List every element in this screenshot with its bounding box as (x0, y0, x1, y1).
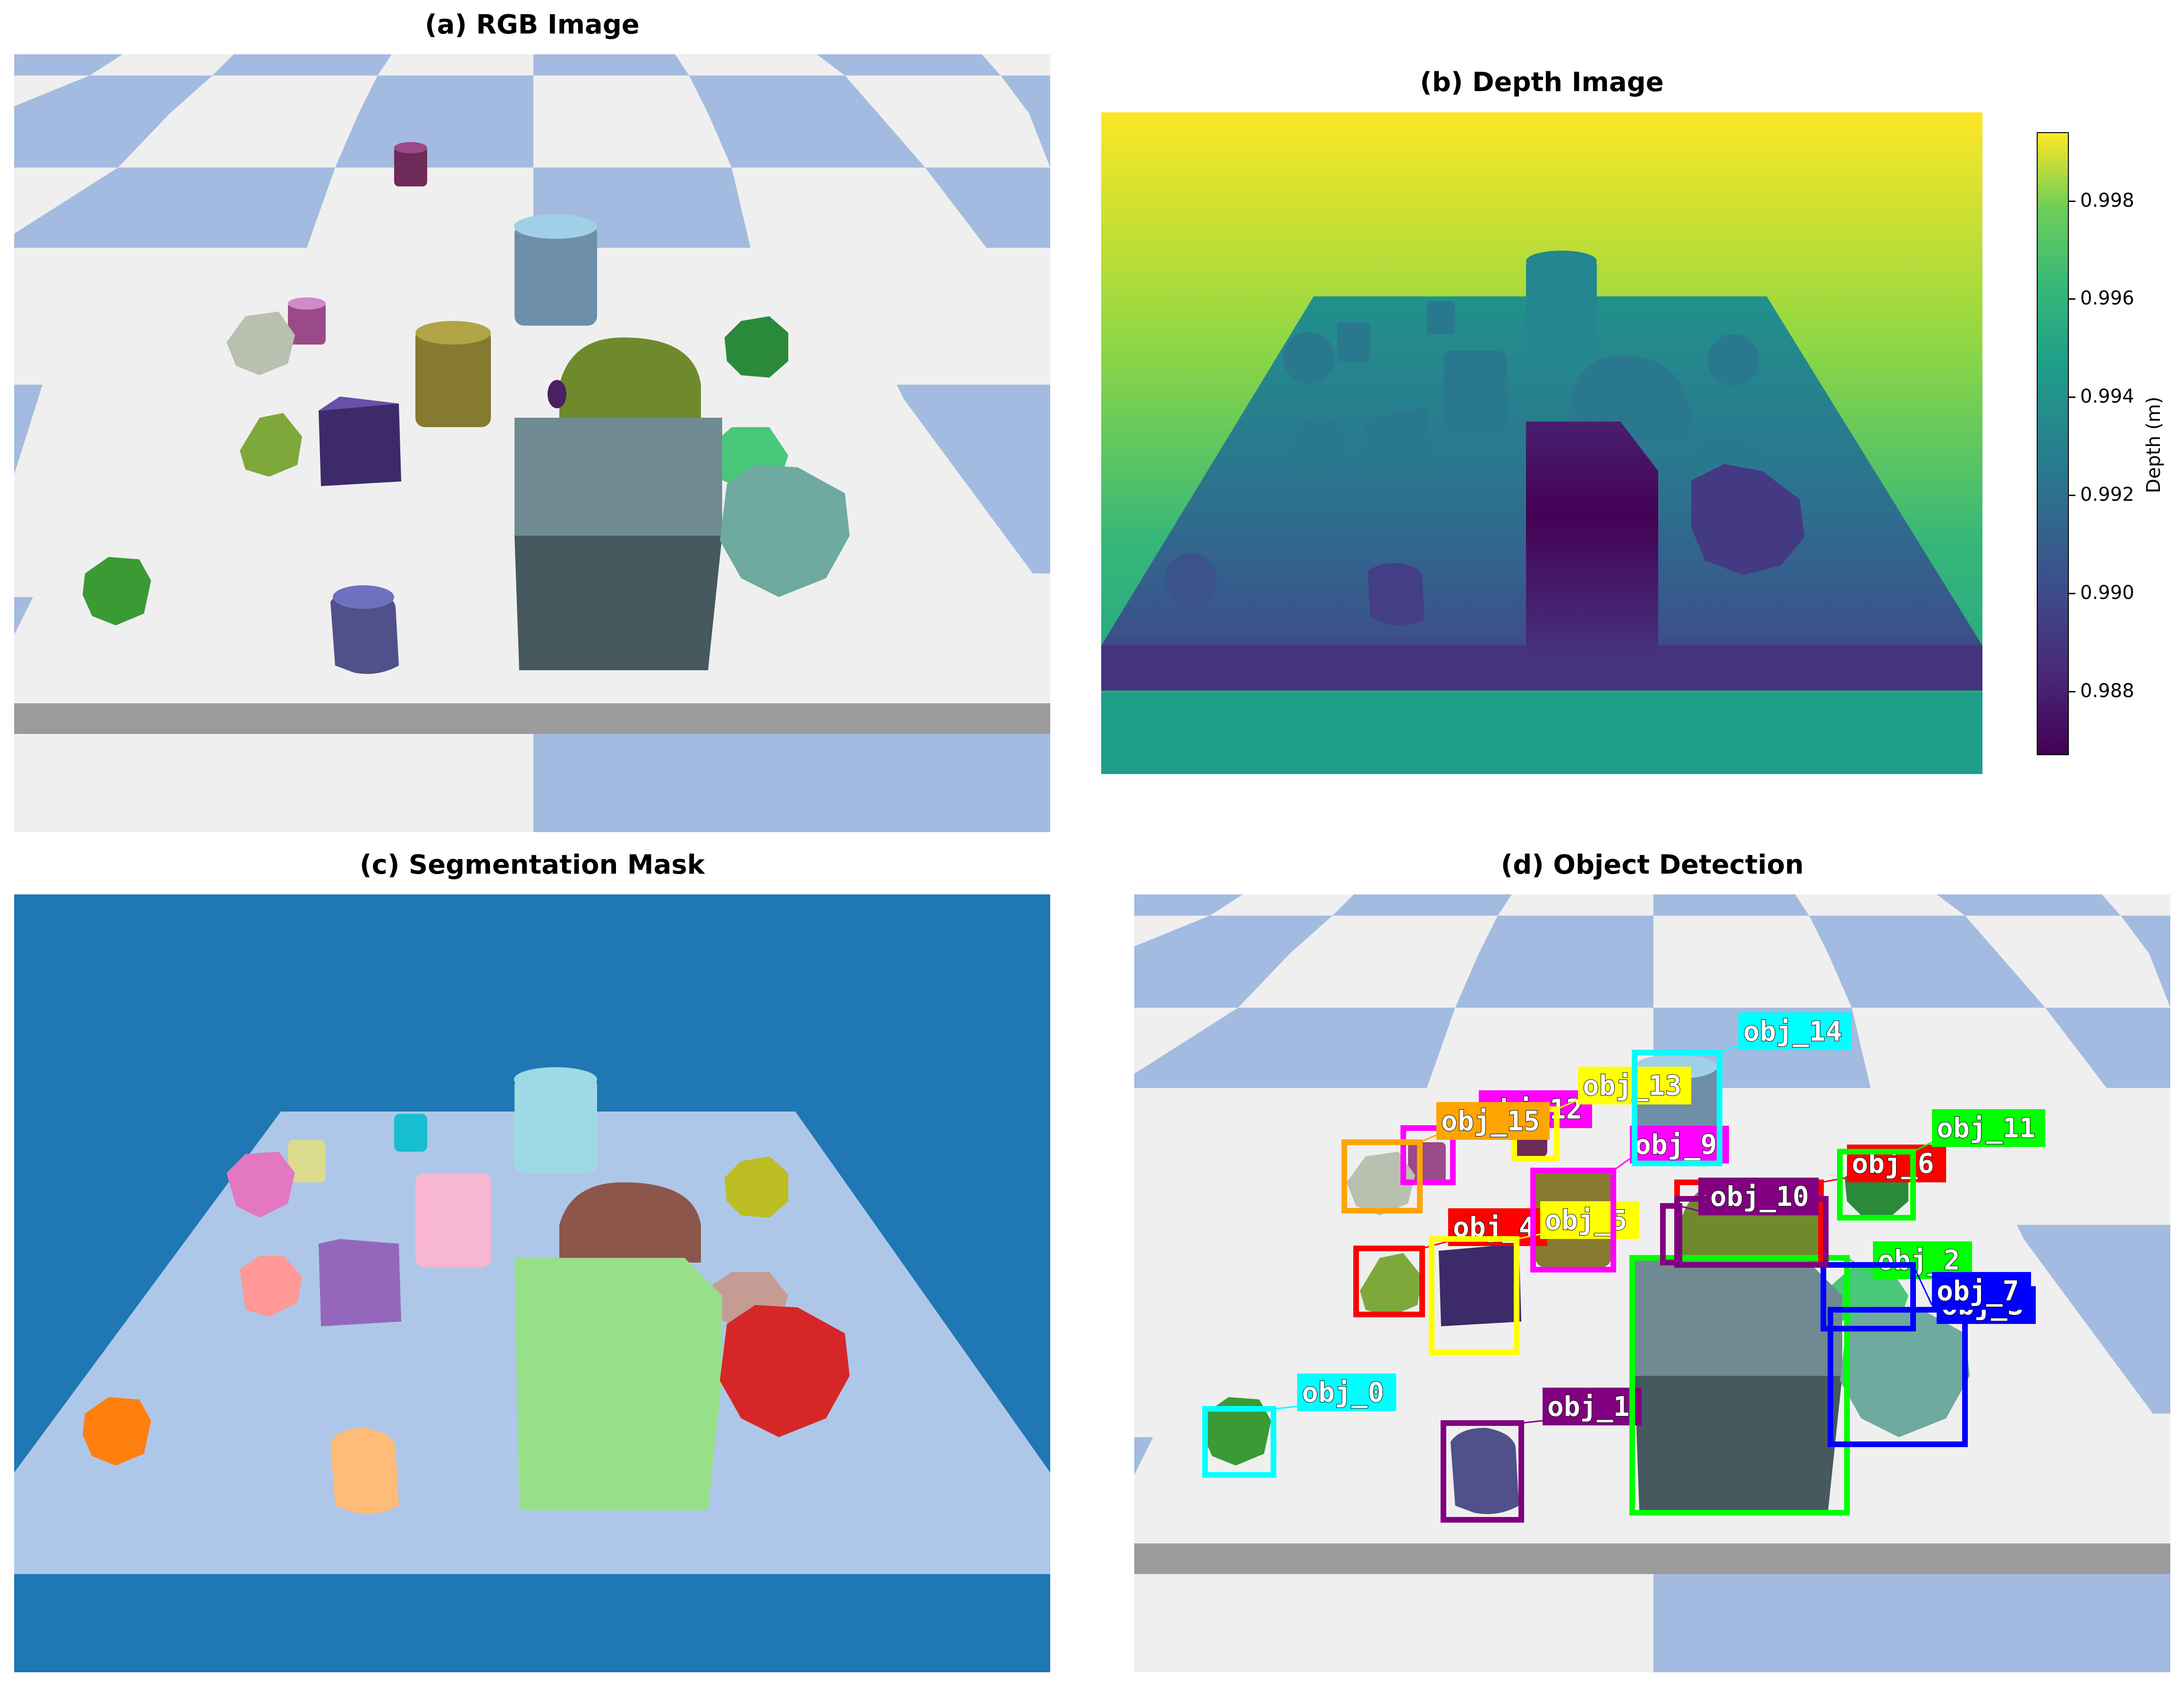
colorbar-tick-label: 0.990 (2080, 582, 2134, 604)
detection-label-obj-9: obj_9 (1635, 1129, 1717, 1161)
detection-box-obj-12 (1400, 1125, 1456, 1185)
detection-box-obj-5 (1429, 1236, 1519, 1355)
detection-leader-line (1521, 1420, 1543, 1424)
colorbar-tick-label: 0.992 (2080, 484, 2134, 506)
detection-box-obj-2 (1629, 1255, 1850, 1516)
detection-leader-line (1516, 1233, 1541, 1240)
detection-box-obj-4 (1353, 1246, 1425, 1317)
colorbar-tick-label: 0.998 (2080, 189, 2134, 211)
detection-label-bg (1436, 1102, 1550, 1140)
detection-label-obj-0: obj_0 (1302, 1376, 1384, 1408)
colorbar-tick-label: 0.994 (2080, 386, 2134, 408)
detection-label-bg (1932, 1272, 2031, 1310)
detection-label-obj-14: obj_14 (1743, 1015, 1842, 1047)
detection-leader-line (1913, 1141, 1932, 1153)
colorbar-tick-label: 0.988 (2080, 680, 2134, 702)
colorbar-tick-label: 0.996 (2080, 287, 2134, 310)
detection-leader-line (1679, 1205, 1699, 1212)
rgb-panel-title: (a) RGB Image (425, 9, 640, 40)
detection-box-obj-1 (1441, 1420, 1524, 1523)
colorbar-tick-mark (2069, 298, 2075, 300)
detection-box-obj-14 (1632, 1050, 1722, 1166)
detection-leader-line (1422, 1240, 1449, 1249)
depth-panel-title: (b) Depth Image (1420, 67, 1664, 98)
segmentation-mask (14, 894, 1050, 1672)
detection-label-bg (1738, 1012, 1852, 1050)
detection-boxes: obj_0obj_1obj_2obj_3obj_4obj_5obj_6obj_7… (1202, 1012, 2045, 1523)
detection-label-obj-2: obj_2 (1878, 1244, 1960, 1276)
colorbar-tick-mark (2069, 495, 2075, 497)
detection-panel-title: (d) Object Detection (1501, 850, 1804, 880)
colorbar-label: Depth (m) (2143, 396, 2165, 493)
detection-leader-line (1613, 1158, 1630, 1171)
object-detection: obj_0obj_1obj_2obj_3obj_4obj_5obj_6obj_7… (1134, 894, 2170, 1672)
detection-box-obj-15 (1341, 1139, 1423, 1213)
colorbar-tick-mark (2069, 593, 2075, 594)
detection-label-bg (1297, 1373, 1396, 1411)
segmentation-panel-title: (c) Segmentation Mask (360, 850, 705, 880)
detection-box-obj-0 (1202, 1406, 1276, 1478)
detection-label-bg (1932, 1109, 2045, 1147)
colorbar-tick-mark (2069, 200, 2075, 202)
detection-label-obj-10: obj_10 (1710, 1180, 1809, 1213)
detection-label-obj-1: obj_1 (1547, 1390, 1630, 1423)
depth-colorbar (2037, 132, 2069, 755)
detection-leader-line (1419, 1134, 1437, 1143)
colorbar-tick-mark (2069, 396, 2075, 398)
detection-label-bg (1630, 1126, 1729, 1163)
detection-label-obj-7: obj_7 (1937, 1275, 2019, 1307)
detection-label-obj-15: obj_15 (1441, 1105, 1540, 1137)
detection-leader-line (1719, 1045, 1739, 1053)
rgb-objects (83, 142, 850, 674)
detection-leader-line (1556, 1099, 1578, 1110)
detection-box-obj-7 (1821, 1262, 1916, 1331)
depth-image (1101, 112, 1982, 774)
detection-label-obj-11: obj_11 (1937, 1112, 2036, 1144)
detection-box-obj-3 (1828, 1307, 1968, 1447)
detection-box-obj-9 (1530, 1168, 1616, 1272)
detection-label-bg (1705, 1178, 1819, 1215)
detection-label-bg (1543, 1388, 1642, 1425)
detection-box-obj-11 (1837, 1149, 1916, 1221)
detection-label-bg (1540, 1201, 1639, 1239)
detection-leader-line (1273, 1406, 1298, 1410)
colorbar-tick-mark (2069, 691, 2075, 692)
rgb-image (14, 54, 1050, 832)
detection-leader-line (1912, 1264, 1933, 1306)
